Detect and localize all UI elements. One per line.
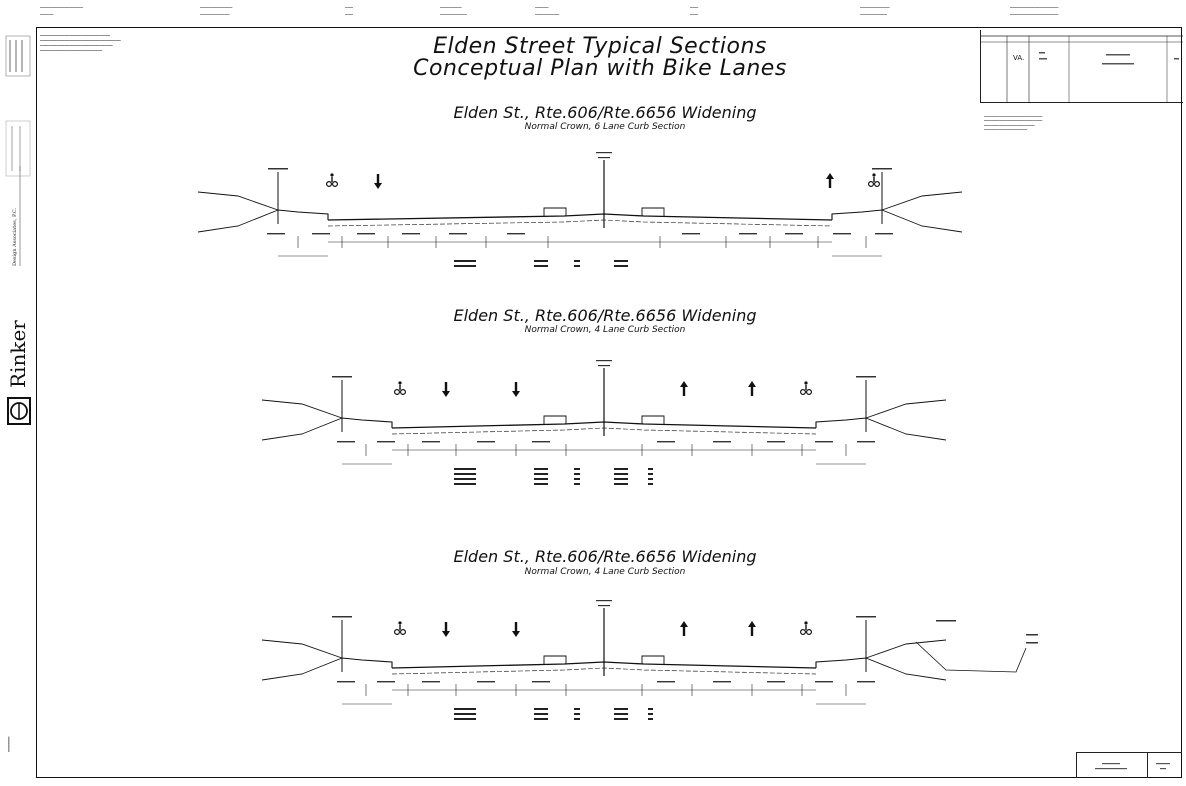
arrow-up-icon xyxy=(748,621,756,636)
bicycle-icon xyxy=(326,173,339,188)
arrow-up-icon xyxy=(680,381,688,396)
arrow-down-icon xyxy=(374,174,382,189)
section-2-title: Elden St., Rte.606/Rte.6656 Widening xyxy=(453,306,757,325)
section-1-title: Elden St., Rte.606/Rte.6656 Widening xyxy=(453,103,757,122)
pavement-section xyxy=(327,219,833,227)
right-slope xyxy=(865,399,947,419)
corner-note: ▁▁▁▁ xyxy=(4,736,10,752)
left-slope-fill xyxy=(261,417,343,441)
left-slope xyxy=(261,639,343,659)
section-1-subtitle: Normal Crown, 6 Lane Curb Section xyxy=(524,122,686,132)
left-slope-fill xyxy=(261,657,343,681)
left-slope xyxy=(261,399,343,419)
arrow-up-icon xyxy=(680,621,688,636)
drawing-frame xyxy=(36,27,1182,778)
right-sidewalk xyxy=(815,417,867,428)
right-slope-fill xyxy=(881,209,963,233)
bicycle-icon xyxy=(394,621,407,635)
right-sidewalk xyxy=(831,209,883,220)
top-sheet-strip: ▁▁▁▁▁▁▁▁▁▁▁▁▁▁▁▁ ▁▁▁▁▁ ▁▁▁▁▁▁▁▁▁▁▁▁ ▁▁▁▁… xyxy=(40,4,1059,15)
bicycle-icon xyxy=(394,381,407,396)
right-slope-fill xyxy=(865,657,947,681)
arrow-down-icon xyxy=(512,382,520,397)
cross-sections-svg xyxy=(197,152,1038,720)
left-slope xyxy=(197,191,279,211)
right-slope xyxy=(881,191,963,211)
pavement-section xyxy=(391,667,817,675)
left-slope-fill xyxy=(197,209,279,233)
left-sidewalk xyxy=(277,209,329,220)
pavement-section xyxy=(391,427,817,435)
title-block: VA. xyxy=(980,30,1183,103)
page-title: Elden Street Typical Sections xyxy=(433,34,767,59)
firm-name: Rinker xyxy=(6,320,30,388)
sheet-sidebar xyxy=(0,26,34,782)
arrow-down-icon xyxy=(442,622,450,637)
arrow-down-icon xyxy=(512,622,520,637)
state-label: VA. xyxy=(1013,54,1025,62)
section-3-subtitle: Normal Crown, 4 Lane Curb Section xyxy=(524,567,686,577)
arrow-up-icon xyxy=(748,381,756,396)
roadway-surface xyxy=(327,213,833,221)
sidebar-drawing xyxy=(5,35,31,266)
roadway-surface xyxy=(391,421,817,429)
sheet-number-box xyxy=(1076,752,1182,778)
arrow-down-icon xyxy=(442,382,450,397)
right-sidewalk xyxy=(815,657,867,668)
bicycle-icon xyxy=(867,173,880,188)
section-2-subtitle: Normal Crown, 4 Lane Curb Section xyxy=(524,325,686,335)
section-3-title: Elden St., Rte.606/Rte.6656 Widening xyxy=(453,547,757,566)
bicycle-icon xyxy=(799,621,812,635)
notes-block: ▁▁▁▁▁▁▁▁▁▁▁▁▁▁▁▁▁▁▁▁▁▁▁▁▁▁ ▁▁▁▁▁▁▁▁▁▁▁▁▁… xyxy=(40,32,121,51)
typical-sections-drawing xyxy=(36,0,1182,782)
left-sidewalk xyxy=(341,657,393,668)
arrow-up-icon xyxy=(826,173,834,188)
firm-subtitle: Design Associates, P.C. xyxy=(12,207,18,266)
title-block-notes: ▁▁▁▁▁▁▁▁▁▁▁▁▁▁▁▁▁▁▁▁▁▁▁ ▁▁▁▁▁▁▁▁▁▁▁▁▁▁▁▁… xyxy=(984,113,1043,131)
right-slope xyxy=(865,639,947,659)
right-slope-fill xyxy=(865,417,947,441)
roadway-surface xyxy=(391,661,817,669)
page-subtitle: Conceptual Plan with Bike Lanes xyxy=(413,56,787,81)
logo-icon xyxy=(7,397,31,425)
left-sidewalk xyxy=(341,417,393,428)
bicycle-icon xyxy=(799,381,812,396)
